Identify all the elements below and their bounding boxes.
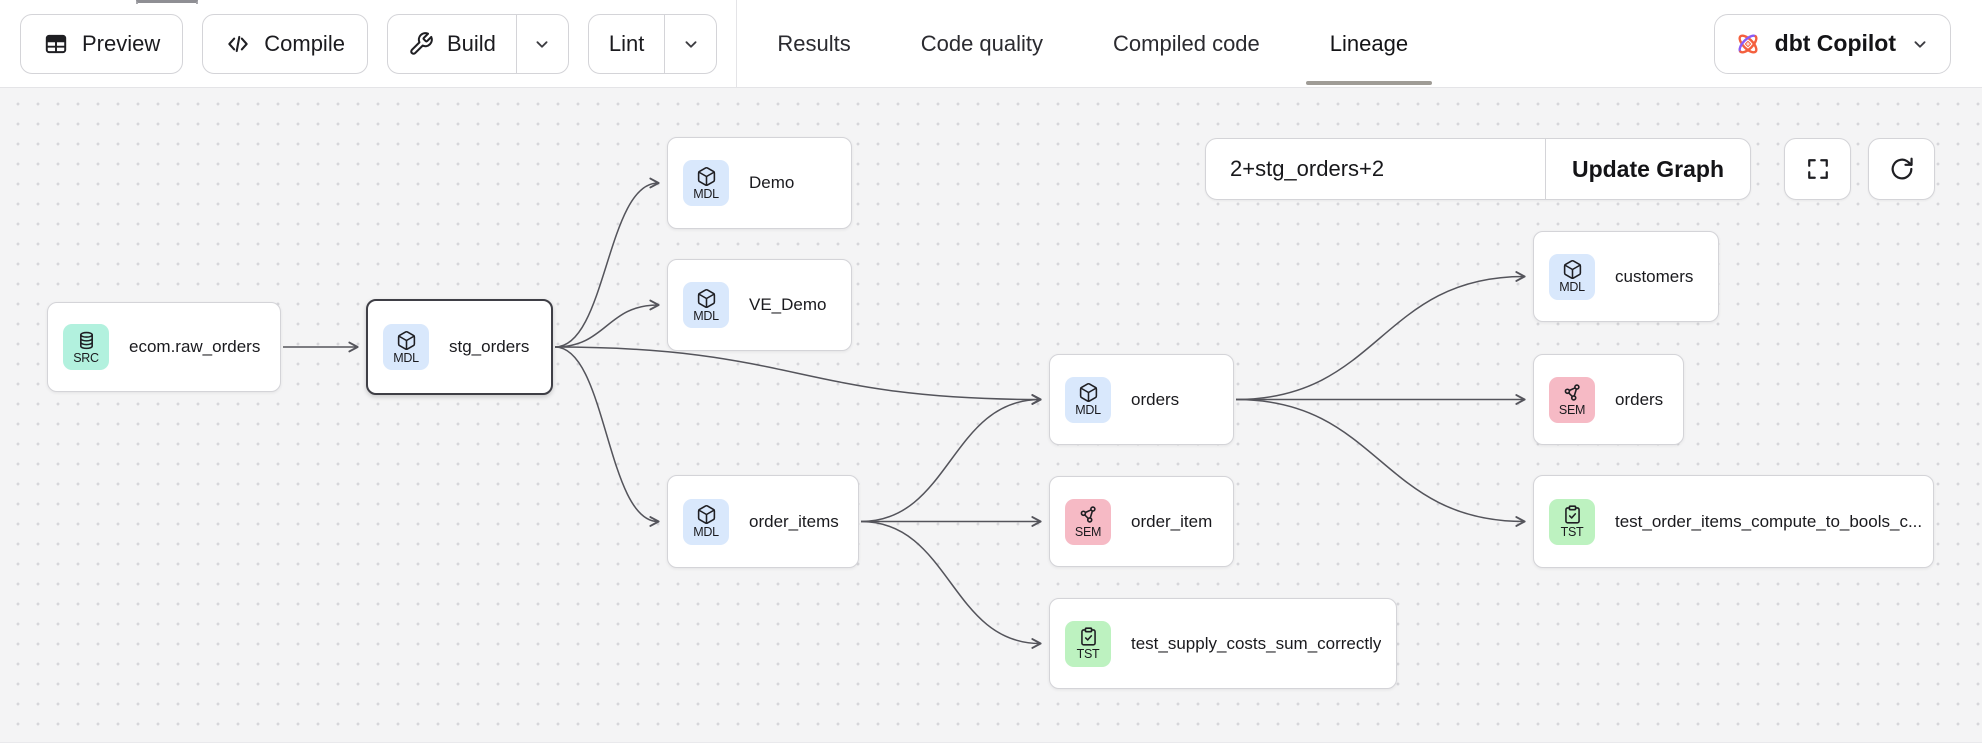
pane-divider-fragment — [136, 0, 198, 4]
tst-badge: TST — [1549, 498, 1595, 545]
mdl-badge: MDL — [683, 160, 729, 206]
tab-lineage[interactable]: Lineage — [1305, 0, 1433, 87]
compile-label: Compile — [264, 30, 345, 56]
box-icon — [1078, 382, 1099, 403]
fullscreen-button[interactable] — [1784, 138, 1851, 200]
mdl-badge: MDL — [383, 324, 429, 370]
edge-order-items-to-test-supply-costs — [860, 520, 1042, 649]
wrench-icon — [408, 31, 434, 57]
topbar: Preview Compile Build Lint — [0, 0, 1982, 88]
tab-code-quality[interactable]: Code quality — [920, 30, 1044, 56]
refresh-icon — [1888, 155, 1916, 183]
build-label: Build — [446, 30, 496, 56]
lint-button[interactable]: Lint — [589, 15, 664, 73]
clipboard-check-icon — [1078, 626, 1099, 647]
mdl-badge: MDL — [1065, 376, 1111, 423]
edge-stg-orders-to-demo — [554, 177, 660, 348]
edge-order-items-to-orders-model — [860, 394, 1042, 523]
box-icon — [696, 288, 717, 309]
edge-stg-orders-to-order-items — [554, 346, 660, 527]
preview-label: Preview — [82, 30, 161, 56]
tab-compiled-code[interactable]: Compiled code — [1113, 30, 1260, 56]
dbt-copilot-icon — [1734, 30, 1762, 58]
table-icon — [43, 31, 69, 57]
build-dropdown-button[interactable] — [515, 14, 568, 73]
refresh-button[interactable] — [1868, 138, 1935, 200]
result-tabs: Results Code quality Compiled code Linea… — [777, 0, 1433, 87]
src-badge: SRC — [63, 324, 109, 370]
share-icon — [1078, 504, 1099, 525]
topbar-divider — [736, 0, 738, 88]
edge-stg-orders-to-ve-demo — [554, 299, 660, 348]
copilot-label: dbt Copilot — [1774, 30, 1896, 56]
box-icon — [696, 504, 717, 525]
dbt-copilot-button[interactable]: dbt Copilot — [1713, 13, 1951, 74]
box-icon — [396, 330, 417, 351]
build-button[interactable]: Build — [388, 15, 516, 73]
edge-orders-model-to-test-order-items — [1235, 398, 1526, 527]
box-icon — [1562, 259, 1583, 280]
build-split-button: Build — [386, 13, 569, 74]
sem-badge: SEM — [1065, 498, 1111, 545]
clipboard-check-icon — [1562, 504, 1583, 525]
fullscreen-icon — [1804, 155, 1832, 183]
lint-label: Lint — [608, 30, 645, 56]
sem-badge: SEM — [1549, 376, 1595, 423]
update-graph-button[interactable]: Update Graph — [1546, 139, 1750, 199]
edge-stg-orders-to-orders-model — [554, 346, 1042, 405]
mdl-badge: MDL — [683, 498, 729, 545]
compile-button[interactable]: Compile — [202, 13, 368, 74]
preview-button[interactable]: Preview — [20, 13, 184, 74]
chevron-down-icon — [680, 33, 702, 55]
chevron-down-icon — [531, 33, 553, 55]
code-icon — [225, 31, 251, 57]
lint-split-button: Lint — [587, 13, 718, 74]
tab-results[interactable]: Results — [777, 30, 851, 56]
chevron-down-icon — [1909, 33, 1931, 55]
mdl-badge: MDL — [683, 282, 729, 328]
edge-orders-model-to-customers — [1235, 271, 1526, 401]
graph-selector-group: Update Graph — [1205, 138, 1751, 200]
tst-badge: TST — [1065, 620, 1111, 667]
mdl-badge: MDL — [1549, 253, 1595, 300]
database-icon — [76, 330, 97, 351]
bottom-strip — [0, 742, 1982, 748]
lint-dropdown-button[interactable] — [664, 14, 716, 73]
graph-selector-input[interactable] — [1206, 139, 1546, 199]
share-icon — [1562, 382, 1583, 403]
box-icon — [696, 166, 717, 187]
